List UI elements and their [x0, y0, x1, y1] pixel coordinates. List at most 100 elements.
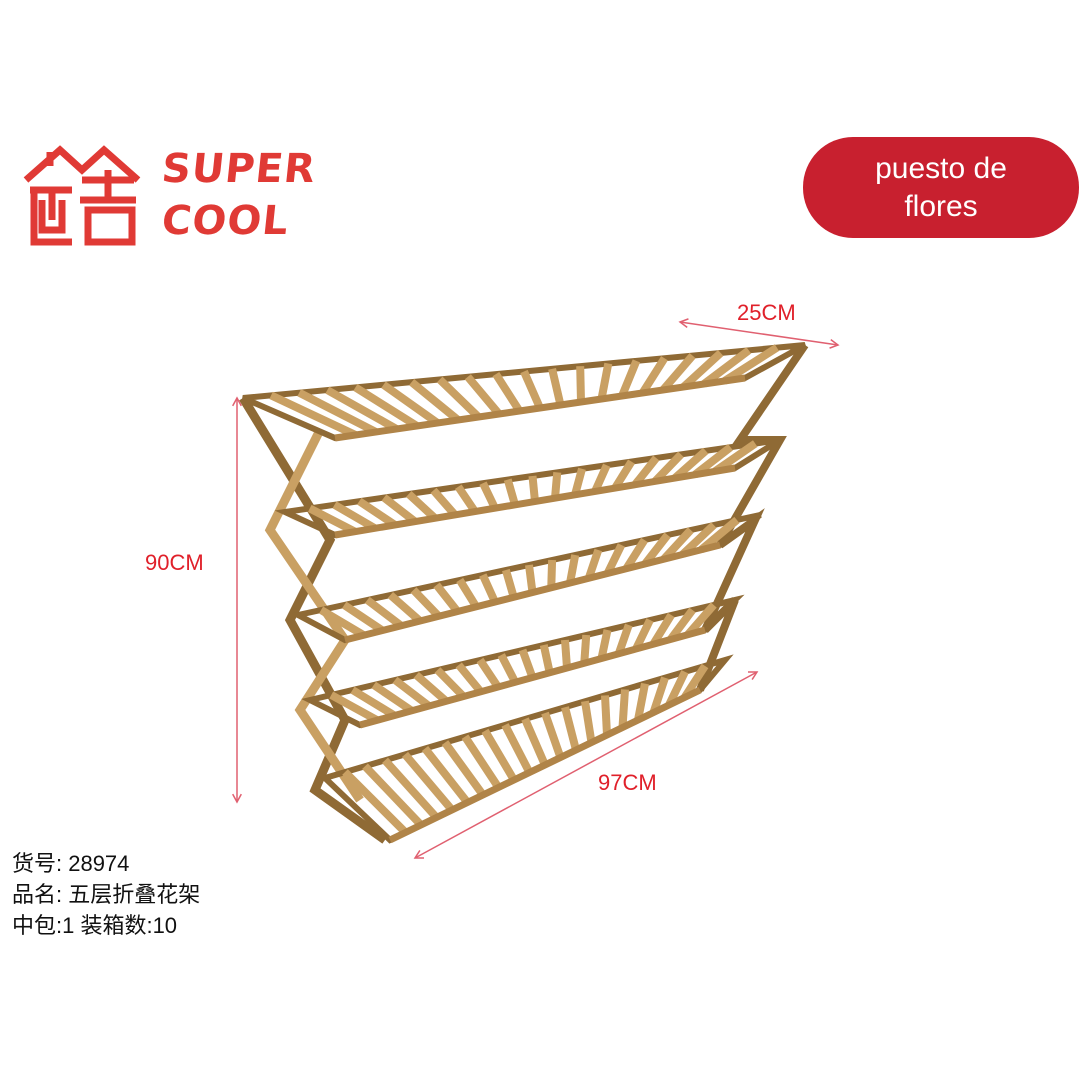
shelf-slat	[672, 447, 709, 482]
width-dimension-line	[414, 671, 758, 859]
category-badge-label: puesto de flores	[875, 151, 1007, 223]
shelf-front-rail	[334, 374, 746, 442]
shelf-slat	[652, 451, 684, 485]
shelf-slat	[502, 568, 518, 599]
shelf-slat	[406, 491, 438, 522]
shelf-slat	[481, 728, 518, 783]
shelf-slat	[561, 706, 580, 751]
shelf-slat	[649, 676, 669, 714]
shelf-slat	[581, 700, 596, 744]
shelf-slat	[576, 366, 585, 403]
shelf-slat	[371, 681, 414, 715]
shelf-slat	[436, 376, 482, 420]
shelf-slat	[456, 577, 480, 609]
shelf-slat	[441, 740, 487, 798]
shelf-slat	[479, 573, 499, 604]
shelf-slat	[353, 384, 420, 430]
shelf-slat	[692, 444, 733, 478]
depth-dimension-line-arrowhead	[678, 318, 689, 329]
shelf-slat	[597, 362, 613, 400]
shelf-slat	[614, 623, 633, 656]
shelf-front-rail	[344, 541, 721, 644]
shelf-slat	[297, 389, 378, 436]
shelf-slat	[528, 475, 539, 502]
height-dimension-line-arrowhead	[232, 396, 242, 407]
shelf-slat	[413, 671, 449, 705]
shelf-slat	[382, 757, 440, 821]
shelf-slat	[722, 344, 780, 385]
shelf-slat	[387, 591, 423, 625]
shelf-slat	[319, 606, 366, 639]
shelf-slat	[551, 472, 562, 499]
shelf-slat	[539, 644, 554, 674]
shelf-slat	[350, 686, 397, 719]
shelf-slat	[454, 484, 479, 514]
shelf-slat	[618, 689, 629, 728]
left-leg	[264, 427, 364, 803]
shelf-slat	[476, 657, 502, 690]
shelf-slat	[639, 356, 668, 396]
shelf-slat	[525, 564, 537, 594]
shelf-slat	[362, 763, 424, 828]
shelf-slat	[341, 601, 385, 634]
product-name: 品名: 五层折叠花架	[12, 882, 201, 907]
shelf-slat	[659, 352, 696, 393]
shelf-slat	[667, 607, 696, 642]
shelf-slat	[479, 481, 499, 510]
depth-dimension-label: 25CM	[737, 300, 796, 325]
shelf-slat	[497, 653, 519, 685]
shelf-slat	[409, 379, 461, 424]
shelf-front-rail	[388, 686, 702, 844]
shelf-slat	[561, 639, 571, 669]
shelf-slat	[680, 349, 724, 390]
shelf-slat	[332, 501, 378, 532]
shelf-slat	[641, 532, 671, 567]
shelf-front-rail	[334, 464, 736, 539]
shelf-slat	[421, 746, 471, 805]
shelf-slat	[622, 537, 648, 571]
shelf-slat	[571, 467, 586, 496]
height-dimension-label: 90CM	[145, 550, 204, 575]
shelf-slat	[342, 769, 409, 836]
shelf-slat	[492, 371, 523, 414]
shelf-slat	[410, 587, 442, 620]
depth-dimension-line	[679, 321, 839, 346]
brand-logo: SUPER COOL	[22, 140, 318, 250]
packing-info: 中包:1 装箱数:10	[12, 913, 178, 938]
shelf-slat	[649, 612, 675, 647]
shelf-slat	[631, 455, 660, 488]
category-badge: puesto de flores	[803, 137, 1079, 238]
width-dimension-label: 97CM	[598, 770, 657, 795]
shelf-slat	[430, 487, 459, 518]
shelf-slat	[597, 629, 612, 660]
item-number: 货号: 28974	[12, 851, 130, 876]
product-info: 货号: 28974 品名: 五层折叠花架 中包:1 装箱数:10	[12, 848, 200, 941]
shelf-slat	[684, 602, 717, 638]
shelf-slat	[433, 582, 461, 614]
shelf-slat	[364, 596, 404, 629]
shelf-slat	[518, 648, 537, 679]
shelf-slat	[603, 543, 625, 576]
shelf-slat	[325, 386, 399, 433]
shelf-slat	[566, 554, 580, 584]
shelf-slat	[455, 662, 484, 695]
height-dimension-line-arrowhead	[232, 793, 242, 804]
shelf-slat	[580, 634, 591, 664]
left-leg	[239, 395, 388, 844]
shelf-slat	[434, 667, 467, 700]
shelf-slat	[701, 347, 752, 388]
shelf-slat	[464, 374, 503, 417]
shelf-slat	[329, 691, 380, 724]
shelf-slat	[591, 463, 611, 494]
shelf-slat	[547, 559, 557, 588]
shelf-slat	[392, 676, 432, 710]
shelf-slat	[501, 723, 534, 775]
depth-dimension-line-arrowhead	[829, 338, 840, 349]
shelf-slat	[381, 381, 440, 427]
shelf-slat	[461, 734, 502, 790]
width-dimension-line-arrowhead	[747, 671, 759, 680]
width-dimension-line-arrowhead	[413, 850, 425, 859]
shelf-slat	[634, 682, 649, 721]
shelf-slat	[307, 504, 357, 536]
